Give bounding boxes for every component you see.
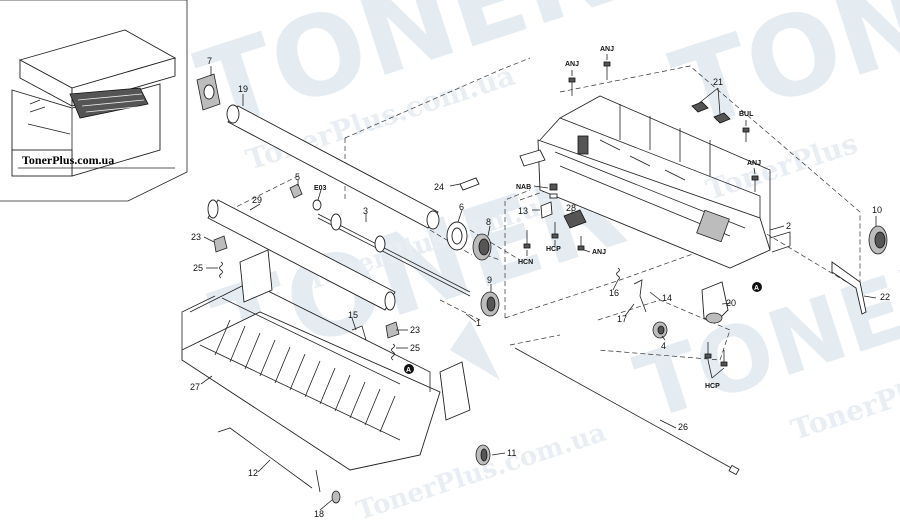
callout-10: 10 bbox=[872, 205, 882, 215]
callout-18: 18 bbox=[314, 509, 324, 519]
part-26-long-shaft bbox=[514, 347, 740, 476]
svg-text:A: A bbox=[406, 367, 411, 374]
part-21-pad-b bbox=[713, 112, 731, 124]
callout-16: 16 bbox=[609, 288, 619, 298]
part-12-arm-shaft bbox=[217, 427, 321, 493]
inset-site-label: TonerPlus.com.ua bbox=[22, 153, 114, 167]
screw-anj-1 bbox=[568, 77, 576, 96]
callout-21: 21 bbox=[713, 77, 723, 87]
part-27-lower-frame bbox=[181, 249, 471, 471]
part-3-roller-shaft bbox=[317, 213, 471, 297]
part-20-bracket bbox=[701, 281, 729, 324]
part-22-bracket bbox=[831, 261, 867, 315]
inset-copier-thumbnail: TonerPlus.com.ua bbox=[0, 0, 188, 202]
screw-anj-4 bbox=[577, 236, 585, 251]
leader-lines bbox=[200, 54, 877, 511]
callout-labels: 7 19 5 E03 3 29 23 25 6 8 9 1 15 23 25 2… bbox=[190, 46, 890, 519]
part-6-collar bbox=[446, 221, 468, 251]
callout-25-right: 25 bbox=[410, 343, 420, 353]
svg-text:A: A bbox=[754, 285, 759, 292]
callout-anj-top1: ANJ bbox=[565, 61, 579, 68]
callout-23-left: 23 bbox=[191, 232, 201, 242]
part-17-actuator bbox=[633, 279, 647, 313]
callout-1: 1 bbox=[476, 318, 481, 328]
callout-6: 6 bbox=[459, 202, 464, 212]
screw-hcp-left bbox=[551, 222, 559, 239]
callout-3: 3 bbox=[363, 206, 368, 216]
screw-hcp-right-2 bbox=[720, 350, 728, 367]
callout-9: 9 bbox=[487, 275, 492, 285]
screw-hcp-right-1 bbox=[704, 342, 712, 359]
part-25-left-spring bbox=[219, 261, 223, 279]
callout-11: 11 bbox=[507, 448, 516, 458]
callout-23-right: 23 bbox=[410, 325, 420, 335]
part-18-small-gear bbox=[331, 490, 341, 504]
nut-nab bbox=[549, 183, 558, 199]
callout-hcp-left: HCP bbox=[546, 246, 561, 253]
part-19-heat-roller bbox=[226, 104, 440, 230]
part-24-clip bbox=[459, 177, 480, 191]
part-23-left bbox=[213, 235, 228, 253]
callout-15: 15 bbox=[348, 310, 358, 320]
callout-8: 8 bbox=[486, 217, 491, 227]
callout-e03: E03 bbox=[314, 185, 327, 192]
callout-7: 7 bbox=[207, 56, 212, 66]
watermark-layer: TONER TONER TONER TONER TonerPlus.com.ua… bbox=[183, 0, 900, 526]
callout-19: 19 bbox=[238, 84, 248, 94]
callout-12: 12 bbox=[248, 468, 258, 478]
callout-14: 14 bbox=[662, 293, 672, 303]
callout-nab: NAB bbox=[516, 184, 531, 191]
upper-fuser-frame bbox=[519, 95, 791, 269]
callout-29: 29 bbox=[252, 195, 262, 205]
reference-marker-a-right: A bbox=[752, 282, 762, 292]
callout-25-left: 25 bbox=[193, 263, 203, 273]
part-28-sensor bbox=[563, 209, 587, 229]
callout-22: 22 bbox=[880, 292, 890, 302]
part-8-gear bbox=[472, 233, 492, 261]
part-23-right bbox=[385, 321, 400, 339]
callout-anj-right: ANJ bbox=[747, 160, 761, 167]
part-9-gear bbox=[480, 291, 500, 317]
callout-24: 24 bbox=[434, 182, 444, 192]
callout-17: 17 bbox=[617, 314, 627, 324]
callout-27: 27 bbox=[190, 382, 200, 392]
callout-4: 4 bbox=[661, 341, 666, 351]
watermark-toner-2: TONER bbox=[658, 0, 900, 155]
screw-anj-2 bbox=[603, 61, 611, 80]
callout-hcn: HCN bbox=[518, 259, 533, 266]
screw-bul bbox=[742, 127, 750, 142]
part-29-pressure-roller bbox=[207, 199, 396, 311]
callout-20: 20 bbox=[726, 298, 736, 308]
callout-5: 5 bbox=[295, 172, 300, 182]
part-10-gear bbox=[868, 225, 888, 255]
callout-28: 28 bbox=[566, 203, 576, 213]
screw-hcn bbox=[523, 230, 531, 249]
part-7-bracket bbox=[196, 73, 221, 111]
callout-hcp-right: HCP bbox=[705, 383, 720, 390]
part-13-plate bbox=[540, 201, 553, 219]
part-11-gear bbox=[475, 444, 491, 466]
part-e03-ring bbox=[312, 199, 322, 211]
callout-anj-top2: ANJ bbox=[600, 46, 614, 53]
callout-2: 2 bbox=[786, 221, 791, 231]
callout-bul: BUL bbox=[739, 111, 754, 118]
reference-marker-a-left: A bbox=[404, 364, 414, 374]
part-4-bushing bbox=[652, 321, 668, 339]
part-16-spring bbox=[616, 267, 620, 281]
screw-anj-3 bbox=[751, 175, 759, 192]
callout-26: 26 bbox=[678, 422, 688, 432]
callout-anj-mid: ANJ bbox=[592, 249, 606, 256]
part-5-clip bbox=[289, 183, 303, 199]
watermark-star-shapes bbox=[450, 150, 590, 380]
part-25-right-spring bbox=[391, 343, 395, 361]
callout-13: 13 bbox=[518, 206, 528, 216]
